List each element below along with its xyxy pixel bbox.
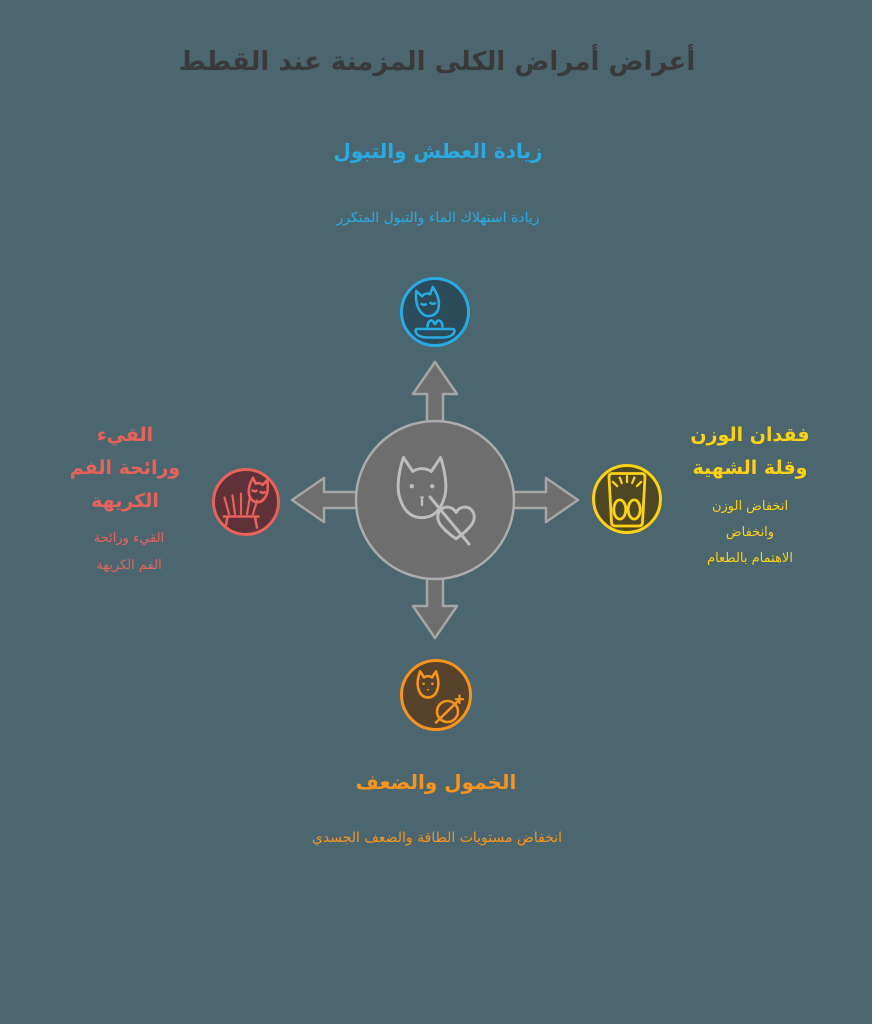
cat-face-details	[409, 484, 435, 500]
weight-loss-symptom-svg	[607, 472, 647, 528]
center-hub	[290, 360, 580, 640]
cat-face-details	[422, 682, 434, 691]
thirst-description: زيادة استهلاك الماء والتبول المتكرر	[336, 210, 540, 226]
lethargy-symptom-svg	[416, 670, 465, 724]
page-title: أعراض أمراض الكلى المزمنة عند القطط	[178, 47, 696, 77]
weight-loss-heading: فقدان الوزن وقلة الشهية	[690, 424, 810, 479]
weight-loss-symptom-circle	[592, 464, 662, 534]
cat-grass-vomiting-icon	[222, 476, 271, 529]
lethargy-description: انخفاض مستويات الطاقة والضعف الجسدي	[311, 830, 563, 846]
cat-drinking-water-bowl-icon	[412, 285, 456, 339]
weight-loss-description: انخفاض الوزن وانخفاض الاهتمام بالطعام	[707, 499, 793, 566]
thirst-symptom-circle	[400, 277, 470, 347]
vomiting-symptom-circle	[212, 468, 280, 536]
vomiting-heading: القيء ورائحة الفم الكريهة	[69, 424, 181, 512]
vomiting-symptom-svg	[222, 476, 271, 529]
weight-scale-icon	[607, 472, 647, 528]
heart-slash	[428, 495, 471, 546]
cat-with-crossed-heart-icon	[398, 458, 474, 546]
cat-no-play-ball-icon	[416, 670, 465, 724]
thirst-symptom-svg	[412, 285, 456, 339]
vomiting-description: القيء ورائحة الفم الكريهة	[93, 531, 165, 573]
lethargy-heading: الخمول والضعف	[355, 770, 517, 794]
hub-circle	[354, 419, 516, 581]
thirst-heading: زيادة العطش والتبول	[333, 139, 543, 163]
lethargy-symptom-circle	[400, 659, 472, 731]
